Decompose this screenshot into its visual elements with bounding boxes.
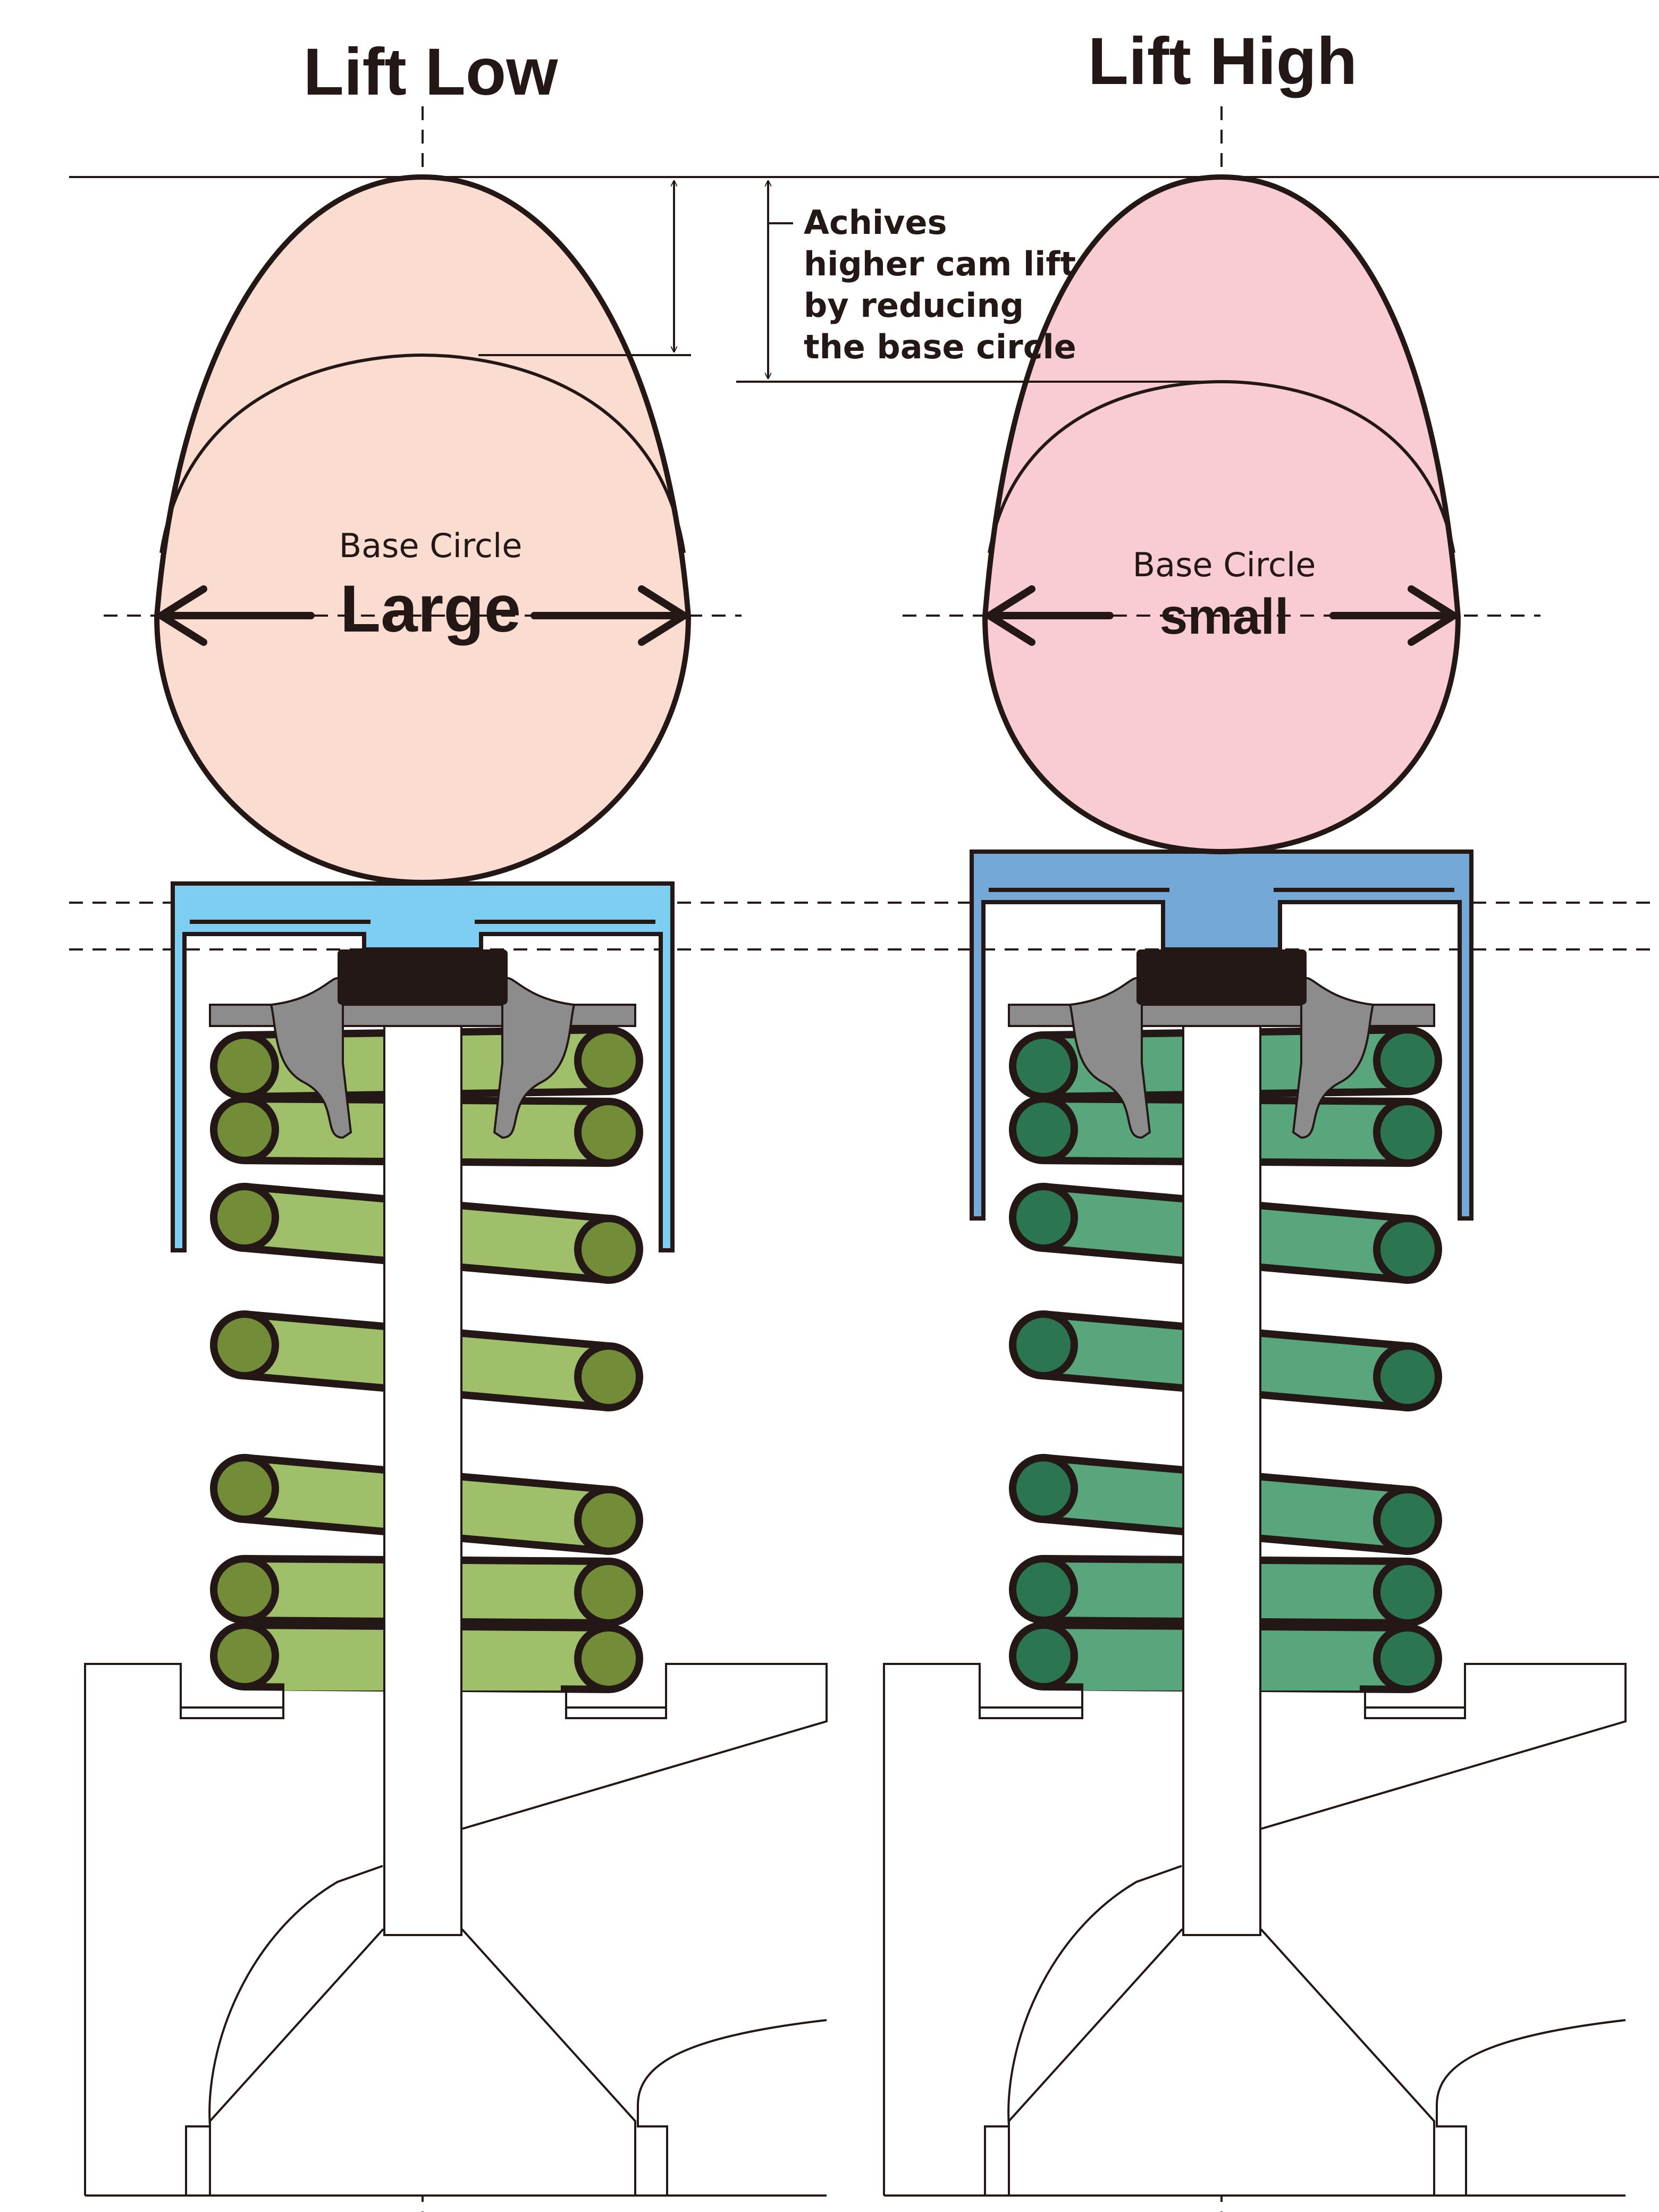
diameter-arrow-left: [986, 585, 1114, 646]
panel-title-lift-high: Lift High: [1088, 24, 1358, 98]
spring-wire-right: [1373, 1624, 1442, 1693]
annotation-line-1: Achives: [804, 203, 947, 242]
spring-wire-right: [1373, 1026, 1442, 1095]
spring-wire-left: [210, 1621, 279, 1690]
valve-keeper-left: [1068, 977, 1151, 1139]
spring-wire-right: [574, 1486, 643, 1555]
valve-shim: [338, 949, 508, 1005]
spring-wire-left: [210, 1555, 279, 1624]
spring-wire-left: [1009, 1095, 1078, 1164]
spring-wire-left: [210, 1183, 279, 1252]
intake-port: [984, 1865, 1182, 2196]
valve-keeper-right: [1292, 977, 1375, 1139]
spring-wire-left: [1009, 1183, 1078, 1252]
spring-wire-right: [1373, 1098, 1442, 1167]
spring-wire-right: [1373, 1486, 1442, 1555]
spring-wire-left: [210, 1310, 279, 1380]
spring-wire-right: [1373, 1558, 1442, 1627]
valve-shim: [1136, 949, 1307, 1005]
intake-port: [185, 1865, 383, 2196]
diameter-arrow-right: [1329, 585, 1458, 646]
spring-wire-right: [574, 1026, 643, 1095]
base-circle-label: Base Circle: [339, 526, 523, 565]
annotation-line-2: higher cam lift: [804, 245, 1076, 283]
diameter-arrow-right: [530, 585, 688, 646]
valve-stem: [383, 998, 462, 1936]
spring-wire-right: [574, 1215, 643, 1284]
annotation-line-3: by reducing: [804, 286, 1024, 325]
diameter-arrow-left: [157, 585, 315, 646]
exhaust-port: [1436, 2019, 1626, 2196]
spring-wire-right: [574, 1624, 643, 1693]
spring-wire-left: [1009, 1621, 1078, 1690]
valve-keeper-right: [493, 977, 576, 1139]
spring-wire-right: [1373, 1342, 1442, 1411]
cam-profile: [982, 174, 1461, 855]
cam-lobe: [154, 174, 692, 886]
spring-wire-left: [210, 1454, 279, 1523]
base-circle-outline: [159, 353, 686, 553]
cam-profile: [154, 174, 692, 886]
spring-wire-left: [210, 1095, 279, 1164]
annotation-line-4: the base circle: [804, 327, 1076, 366]
base-circle-label: Base Circle: [1133, 545, 1316, 584]
spring-retainer: [1008, 977, 1435, 1139]
lift-annotation: Achives higher cam lift by reducing the …: [478, 181, 1222, 383]
base-circle-size: Large: [340, 572, 521, 646]
spring-wire-left: [210, 1031, 279, 1100]
spring-wire-left: [1009, 1031, 1078, 1100]
cam-lobe: [982, 174, 1461, 855]
valve-stem: [1182, 998, 1261, 1936]
panel-lift-high: Base Circle small: [883, 106, 1627, 2212]
spring-wire-left: [1009, 1310, 1078, 1380]
spring-wire-left: [1009, 1454, 1078, 1523]
spring-wire-right: [574, 1558, 643, 1627]
base-circle-size: small: [1160, 588, 1289, 645]
exhaust-port: [637, 2019, 827, 2196]
panel-title-lift-low: Lift Low: [303, 35, 558, 109]
valve-keeper-left: [270, 977, 352, 1139]
spring-wire-left: [1009, 1555, 1078, 1624]
spring-wire-right: [574, 1342, 643, 1411]
spring-retainer: [209, 977, 636, 1139]
spring-wire-right: [574, 1098, 643, 1167]
spring-wire-right: [1373, 1215, 1442, 1284]
